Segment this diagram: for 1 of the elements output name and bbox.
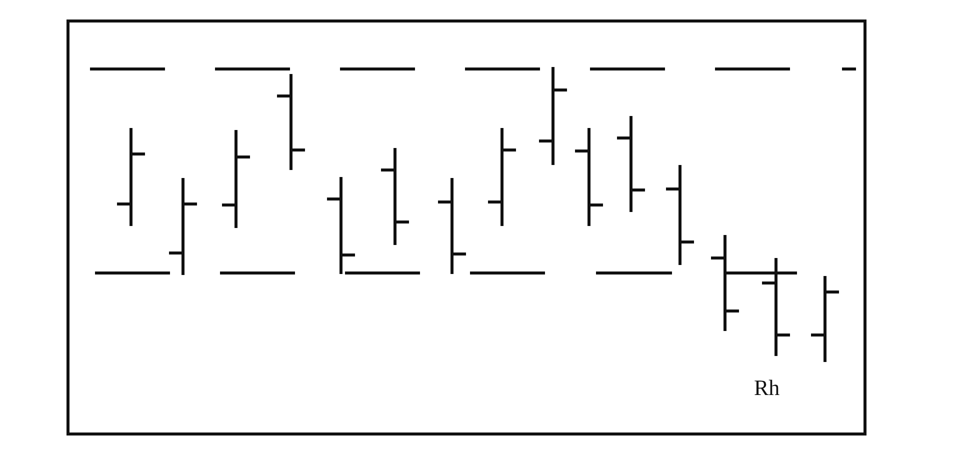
chart-label: Rh — [754, 376, 780, 400]
